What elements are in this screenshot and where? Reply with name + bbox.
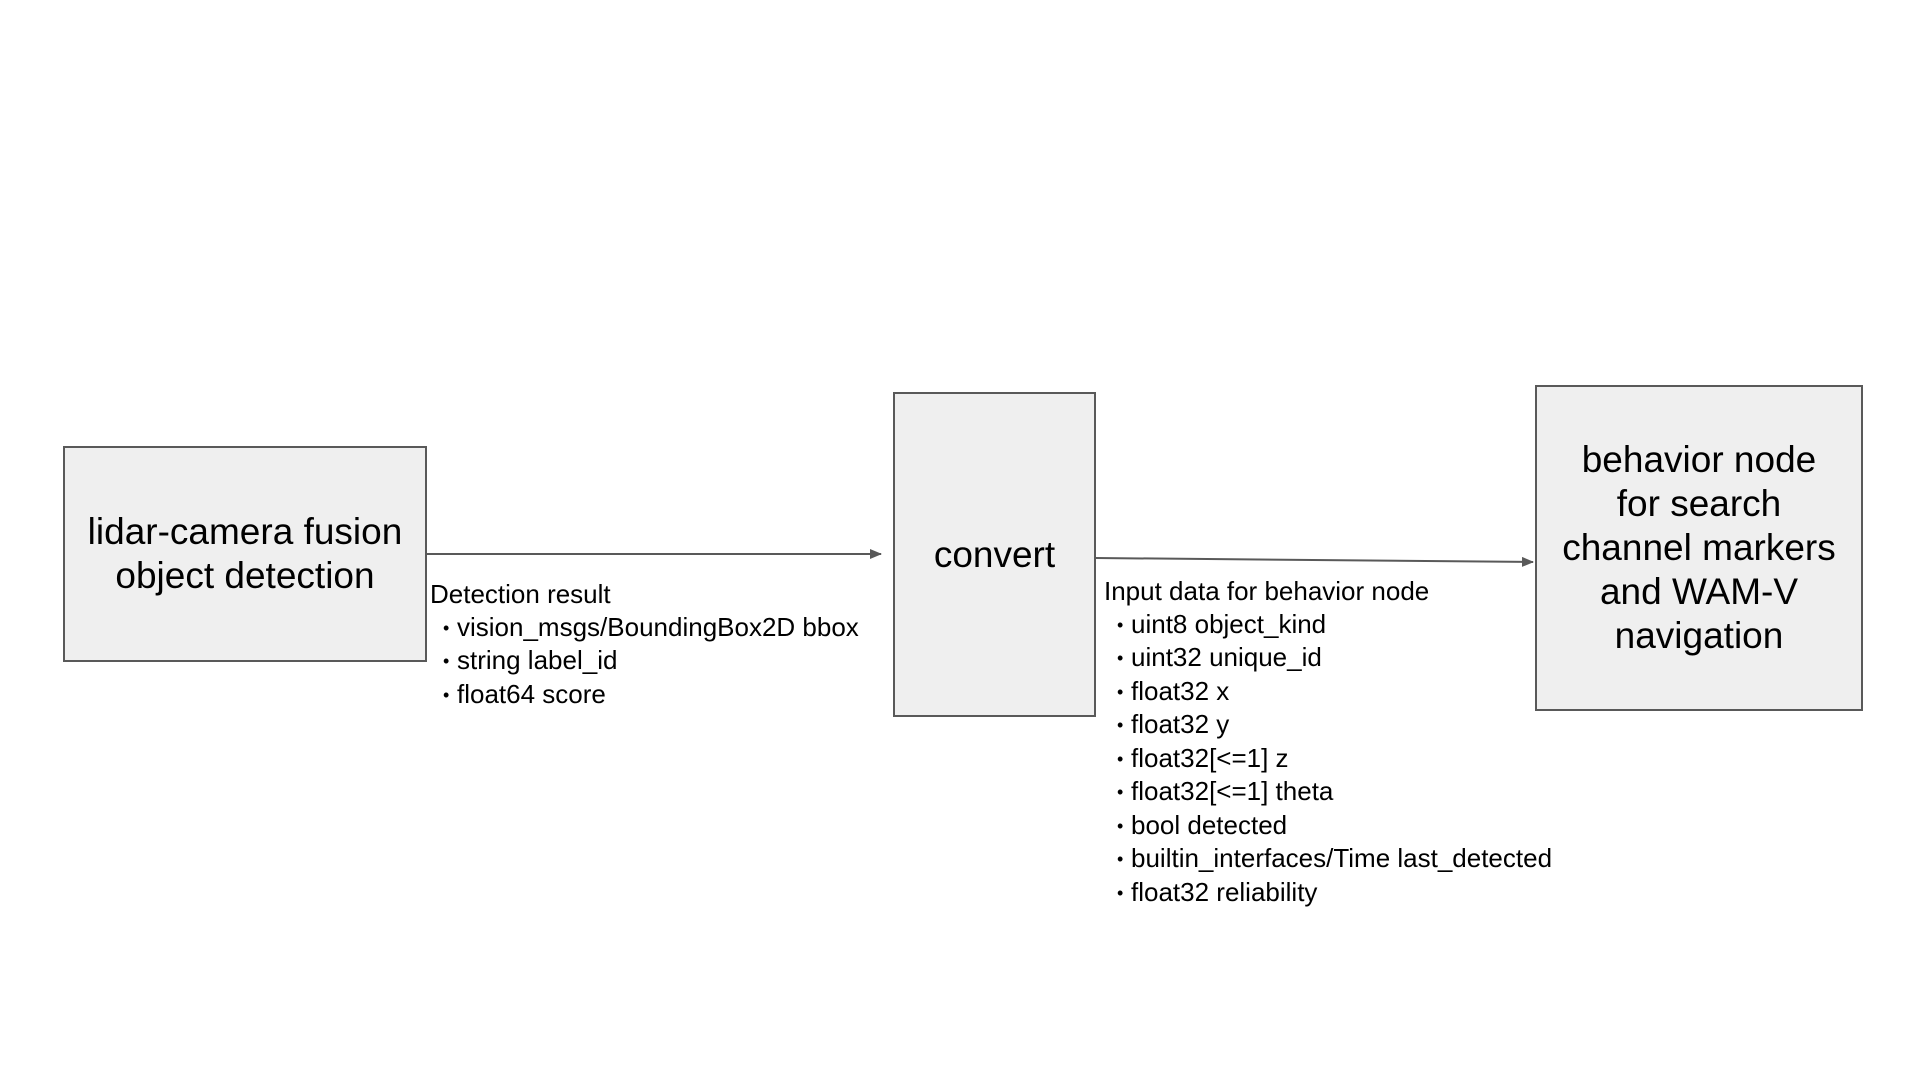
field-list-behavior-input: • uint8 object_kind • uint32 unique_id • fl… bbox=[1104, 608, 1552, 910]
bullet-icon: • bbox=[443, 651, 450, 671]
bullet-icon: • bbox=[1117, 782, 1124, 802]
node-label-convert: convert bbox=[933, 533, 1056, 575]
field-item: • float32 y bbox=[1104, 708, 1552, 742]
edge-label-behavior-input: Input data for behavior node • uint8 obje… bbox=[1104, 575, 1552, 909]
field-item: • builtin_interfaces/Time last_detected bbox=[1104, 842, 1552, 876]
node-label-lidar-camera-fusion: lidar-camera fusion object detection bbox=[87, 511, 403, 596]
arrow-convert-to-behavior bbox=[1095, 556, 1534, 567]
bullet-icon: • bbox=[1117, 882, 1124, 903]
field-text: float32 x bbox=[1131, 675, 1230, 706]
field-list-detection-result: • vision_msgs/BoundingBox2D bbox • string … bbox=[430, 611, 859, 712]
field-text: vision_msgs/BoundingBox2D bbox bbox=[457, 611, 859, 642]
field-text: float32 reliability bbox=[1131, 876, 1318, 907]
field-text: builtin_interfaces/Time last_detected bbox=[1131, 843, 1553, 873]
node-convert[interactable]: convert bbox=[893, 392, 1096, 717]
bullet-icon: • bbox=[1117, 849, 1124, 869]
field-item: • float32[<=1] theta bbox=[1104, 775, 1552, 809]
field-item: • uint32 unique_id bbox=[1104, 641, 1552, 675]
bullet-icon: • bbox=[1117, 815, 1124, 836]
field-text: uint32 unique_id bbox=[1131, 642, 1322, 672]
edge-title-behavior-input: Input data for behavior node bbox=[1104, 576, 1430, 606]
bullet-icon: • bbox=[1117, 748, 1124, 769]
node-label-behavior: behavior node for search channel markers… bbox=[1562, 439, 1836, 656]
bullet-icon: • bbox=[1117, 681, 1124, 702]
field-text: float32 y bbox=[1131, 709, 1230, 739]
field-text: uint8 object_kind bbox=[1131, 608, 1327, 639]
bullet-icon: • bbox=[443, 684, 450, 705]
bullet-icon: • bbox=[443, 617, 450, 638]
field-text: bool detected bbox=[1131, 809, 1288, 840]
field-item: • float32 x bbox=[1104, 675, 1552, 709]
field-text: float64 score bbox=[457, 678, 606, 709]
field-item: • float64 score bbox=[430, 678, 859, 712]
bullet-icon: • bbox=[1117, 715, 1124, 735]
node-behavior[interactable]: behavior node for search channel markers… bbox=[1535, 385, 1863, 711]
field-item: • string label_id bbox=[430, 644, 859, 678]
field-item: • uint8 object_kind bbox=[1104, 608, 1552, 642]
node-lidar-camera-fusion[interactable]: lidar-camera fusion object detection bbox=[63, 446, 427, 662]
edge-label-detection-result: Detection result • vision_msgs/BoundingBo… bbox=[430, 578, 859, 711]
field-text: string label_id bbox=[457, 645, 618, 675]
field-text: float32[<=1] theta bbox=[1131, 776, 1334, 806]
bullet-icon: • bbox=[1117, 648, 1124, 668]
edge-title-detection-result: Detection result bbox=[430, 579, 611, 609]
field-item: • float32[<=1] z bbox=[1104, 742, 1552, 776]
field-item: • float32 reliability bbox=[1104, 876, 1552, 910]
field-text: float32[<=1] z bbox=[1131, 742, 1289, 773]
field-item: • vision_msgs/BoundingBox2D bbox bbox=[430, 611, 859, 645]
bullet-icon: • bbox=[1117, 614, 1124, 635]
field-item: • bool detected bbox=[1104, 809, 1552, 843]
